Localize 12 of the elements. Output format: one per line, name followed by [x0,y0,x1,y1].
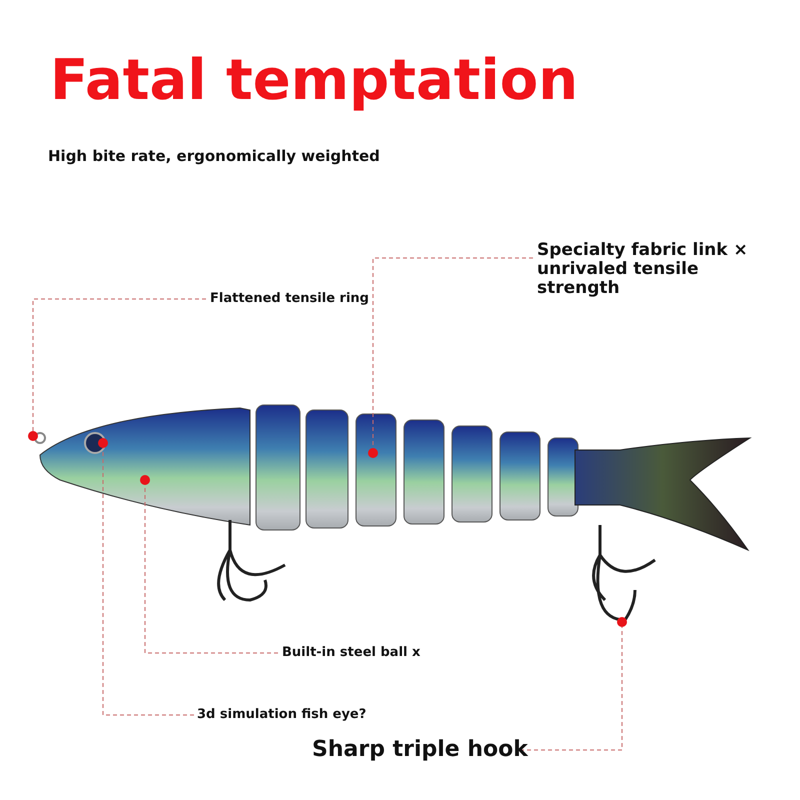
callout-text: Built-in steel ball x [282,645,420,660]
leader-line [520,626,622,750]
marker-dot [617,617,627,627]
callout-text: 3d simulation fish eye? [197,707,366,722]
callout-text: Sharp triple hook [312,737,528,762]
subtitle: High bite rate, ergonomically weighted [48,147,380,165]
leader-line [32,298,206,432]
marker-dot [28,431,38,441]
callout-text: Flattened tensile ring [210,291,369,306]
title: Fatal temptation [50,48,578,113]
leader-line [102,448,194,716]
callout-text: Specialty fabric link × unrivaled tensile strength [537,241,782,298]
